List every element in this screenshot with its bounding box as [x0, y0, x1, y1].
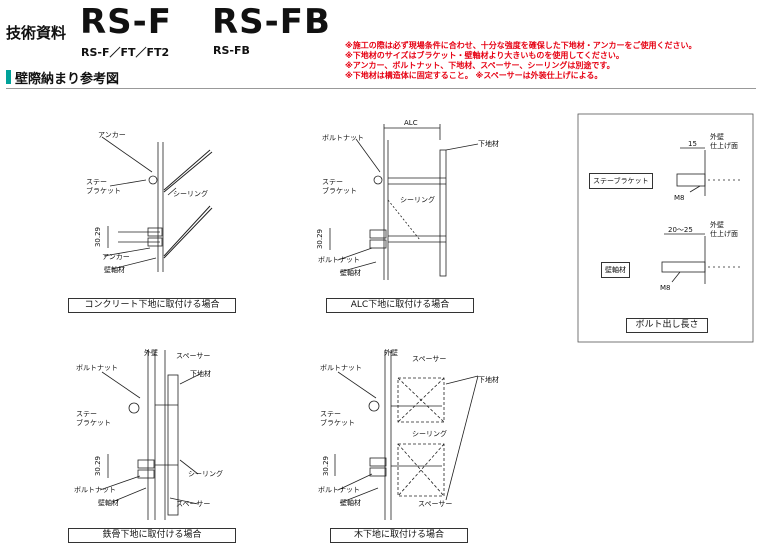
wood-drawing [334, 350, 479, 520]
bolt-length-drawing [577, 113, 754, 343]
product-title-rsf: RS-F [80, 2, 173, 42]
note-line: ※施工の際は必ず現場条件に合わせ、十分な強度を確保した下地材・アンカーをご使用く… [345, 41, 697, 50]
label-wall-axis: 壁軸材 [340, 269, 361, 277]
label-wall-axis: 壁軸材 [104, 266, 125, 274]
label-bolt-nut-bottom: ボルトナット [318, 256, 360, 264]
product-subtitle-rsfb: RS-FB [213, 44, 250, 57]
label-bolt-nut: ボルトナット [76, 364, 118, 372]
label-outer-wall: 外壁 [144, 349, 158, 357]
label-stay-dim: 15 [688, 140, 697, 148]
label-outer-wall: 外壁 [384, 349, 398, 357]
label-sealing: シーリング [173, 190, 208, 198]
label-bolt-nut-bottom: ボルトナット [74, 486, 116, 494]
note-line: ※下地材は構造体に固定すること。 ※スペーサーは外装仕上げによる。 [345, 71, 603, 80]
label-stay: ステー [76, 410, 97, 418]
label-dimension: 30.29 [316, 228, 325, 250]
notes-block: ※施工の際は必ず現場条件に合わせ、十分な強度を確保した下地材・アンカーをご使用く… [345, 41, 757, 81]
alc-drawing [329, 124, 479, 280]
label-wall-axis-box: 壁軸材 [601, 262, 630, 278]
label-spacer-top: スペーサー [176, 352, 211, 360]
label-m8-2: M8 [660, 284, 671, 292]
label-spacer-top: スペーサー [412, 355, 447, 363]
label-sealing: シーリング [412, 430, 447, 438]
label-dimension: 30.29 [322, 455, 331, 477]
product-title-rsfb: RS-FB [212, 2, 331, 42]
caption-bolt-length: ボルト出し長さ [626, 318, 708, 333]
label-wall-axis: 壁軸材 [340, 499, 361, 507]
label-bolt-nut-bottom: ボルトナット [318, 486, 360, 494]
note-line: ※下地材のサイズはブラケット・壁軸材より大きいものを使用してください。 [345, 51, 624, 60]
label-stay: ステー [86, 178, 107, 186]
label-bolt-nut: ボルトナット [322, 134, 364, 142]
note-line: ※アンカー、ボルトナット、下地材、スペーサー、シーリングは別途です。 [345, 61, 615, 70]
label-bracket: ブラケット [320, 419, 355, 427]
label-wall-axis: 壁軸材 [98, 499, 119, 507]
caption-wood: 木下地に取付ける場合 [330, 528, 468, 543]
product-subtitle-rsf: RS-F／FT／FT2 [81, 46, 170, 59]
section-title: 壁際納まり参考図 [15, 72, 120, 87]
label-stay: ステー [320, 410, 341, 418]
label-sealing: シーリング [400, 196, 435, 204]
label-base: 下地材 [478, 140, 499, 148]
concrete-drawing [101, 136, 213, 272]
section-marker [6, 70, 11, 84]
label-anchor-bottom: アンカー [102, 253, 130, 261]
caption-concrete: コンクリート下地に取付ける場合 [68, 298, 236, 313]
label-base: 下地材 [478, 376, 499, 384]
label-bolt-nut: ボルトナット [320, 364, 362, 372]
label-dimension: 30.29 [94, 226, 103, 248]
label-outer-wall-2: 外壁 [710, 221, 724, 229]
label-m8-1: M8 [674, 194, 685, 202]
caption-steel: 鉄骨下地に取付ける場合 [68, 528, 236, 543]
caption-alc: ALC下地に取付ける場合 [326, 298, 474, 313]
label-anchor-top: アンカー [98, 131, 126, 139]
label-axis-dim: 20～25 [668, 226, 693, 234]
label-alc-dim: ALC [404, 119, 418, 127]
label-dimension: 30.29 [94, 455, 103, 477]
steel-drawing [99, 350, 201, 520]
label-base: 下地材 [190, 370, 211, 378]
label-finish-1: 仕上げ面 [710, 142, 738, 150]
label-stay: ステー [322, 178, 343, 186]
doc-label: 技術資料 [6, 24, 67, 42]
label-bracket: ブラケット [76, 419, 111, 427]
label-sealing: シーリング [188, 470, 223, 478]
label-stay-bracket-box: ステーブラケット [589, 173, 653, 189]
label-spacer-bottom: スペーサー [176, 500, 211, 508]
label-bracket: ブラケット [322, 187, 357, 195]
label-bracket: ブラケット [86, 187, 121, 195]
label-spacer-bottom: スペーサー [418, 500, 453, 508]
section-rule [6, 88, 756, 89]
label-outer-wall-1: 外壁 [710, 133, 724, 141]
label-finish-2: 仕上げ面 [710, 230, 738, 238]
